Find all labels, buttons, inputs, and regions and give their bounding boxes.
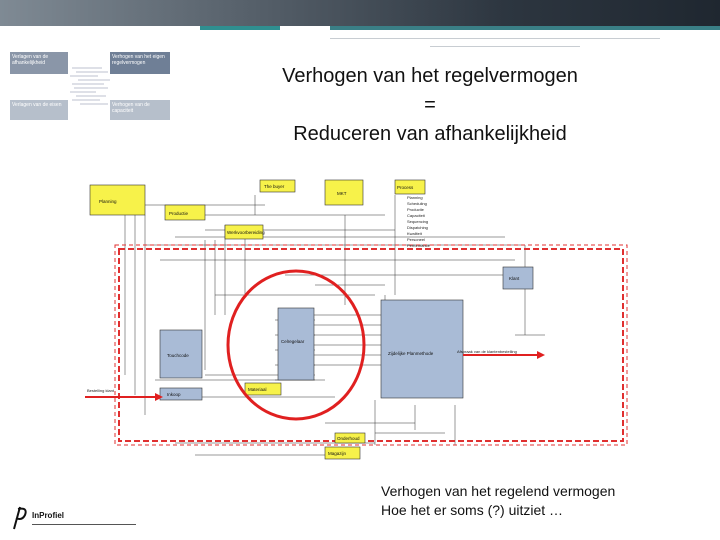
logo-text: InProfiel [32, 511, 65, 520]
mkt-box [324, 179, 364, 206]
thumbnail-box: Verhogen van de capaciteit [110, 100, 170, 120]
process-box [394, 179, 426, 195]
touchcode-label: Touchcode [167, 353, 189, 358]
caption-line-2: Hoe het er soms (?) uitziet … [381, 502, 564, 518]
zijlijn-label: Zijdelijke Planmethode [388, 351, 434, 356]
process-list: Planning Scheduling Productie Capaciteit… [407, 195, 431, 248]
caption-line-1: Verhogen van het regelend vermogen [381, 483, 616, 499]
title-line-2: = [424, 94, 436, 116]
output-arrowhead [537, 351, 545, 359]
thumbnail-word-cloud [70, 67, 110, 105]
thumbnail-quadrant-diagram: Verlagen van de afhankelijkheid Verhogen… [10, 52, 170, 120]
logo-underline [32, 524, 136, 525]
inkoop-box [159, 387, 203, 401]
connector-lines [124, 195, 545, 456]
top-banner [0, 0, 720, 26]
slide-caption: Verhogen van het regelend vermogen Hoe h… [381, 482, 615, 520]
process-label: Process [397, 185, 414, 190]
svg-text:Sequencing: Sequencing [407, 219, 428, 224]
productie-box [164, 204, 206, 221]
buyer-box [259, 179, 296, 193]
svg-text:Productie: Productie [407, 207, 425, 212]
svg-text:Personeel: Personeel [407, 237, 425, 242]
materiaal-label: Materiaal [248, 387, 267, 392]
svg-text:Kwaliteit: Kwaliteit [407, 231, 423, 236]
title-line-3: Reduceren van afhankelijkheid [293, 123, 567, 145]
productie-label: Productie [169, 211, 189, 216]
svg-text:Dispatching: Dispatching [407, 225, 428, 230]
mkt-label: MKT [337, 191, 347, 196]
thumbnail-box: Verlagen van de eisen [10, 100, 68, 120]
magazijn-box [324, 446, 361, 460]
touchcode-box [159, 329, 203, 379]
divider-line [330, 38, 660, 39]
dashed-boundary-frame [118, 248, 624, 442]
svg-text:Scheduling: Scheduling [407, 201, 427, 206]
highlight-circle [226, 269, 366, 421]
onderhoud-box [334, 432, 366, 444]
zijlijn-planmethode-box [380, 299, 464, 399]
thumbnail-box: Verlagen van de afhankelijkheid [10, 52, 68, 74]
title-line-1: Verhogen van het regelvermogen [282, 65, 578, 87]
logo-mark-icon [13, 506, 27, 530]
banner-accent-long [330, 26, 720, 30]
input-arrow-label: Bestelling klant [87, 388, 115, 393]
celregelaar-label: Celregelaar [281, 339, 305, 344]
klant-box [502, 266, 534, 290]
process-control-diagram: Planning Productie The buyer MKT Werkvoo… [85, 175, 645, 460]
planning-label: Planning [99, 199, 117, 204]
dashed-boundary-frame-outer [114, 244, 628, 446]
materiaal-box [244, 382, 282, 396]
svg-text:Performance: Performance [407, 243, 431, 248]
werkvoorbereiding-label: Werkvoorbereiding [227, 230, 265, 235]
inkoop-label: Inkoop [167, 392, 181, 397]
celregelaar-box [277, 307, 315, 381]
input-arrowhead [155, 393, 163, 401]
divider-line-short [430, 46, 580, 47]
output-arrow-label: Afspraak van de klantenbestelling [457, 349, 517, 354]
diagram-canvas: Planning Productie The buyer MKT Werkvoo… [85, 179, 628, 460]
company-logo: InProfiel [8, 503, 138, 533]
banner-accent [200, 26, 280, 30]
magazijn-label: Magazijn [328, 451, 347, 456]
onderhoud-label: Onderhoud [337, 436, 360, 441]
klant-label: Klant [509, 276, 520, 281]
slide-title: Verhogen van het regelvermogen = Reducer… [220, 62, 640, 149]
svg-text:Capaciteit: Capaciteit [407, 213, 426, 218]
thumbnail-box: Verhogen van het eigen regelvermogen [110, 52, 170, 74]
planning-box [89, 184, 146, 216]
buyer-label: The buyer [264, 184, 285, 189]
werkvoorbereiding-box [224, 224, 264, 240]
svg-text:Planning: Planning [407, 195, 423, 200]
